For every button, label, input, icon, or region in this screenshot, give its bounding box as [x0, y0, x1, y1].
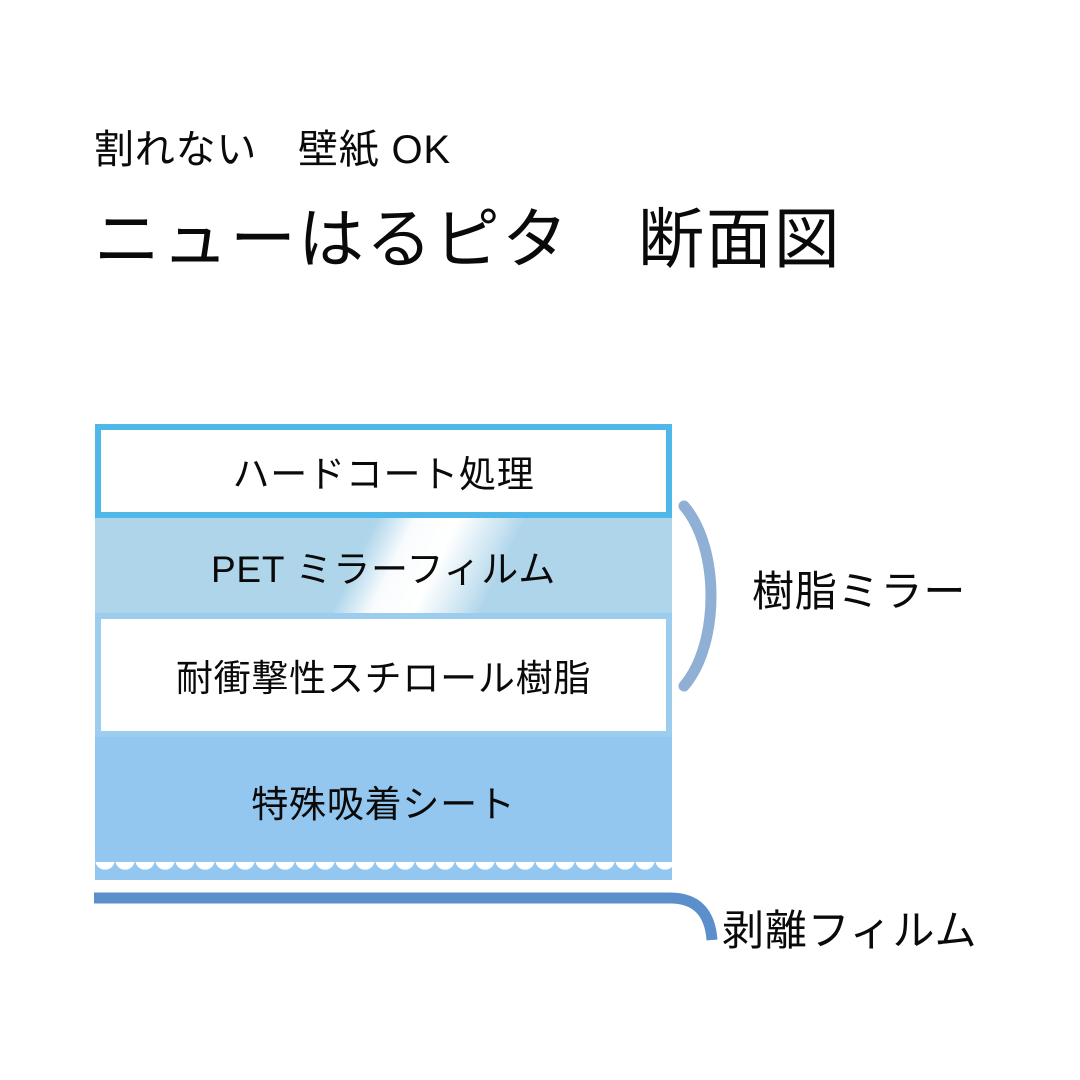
wavy-edge-icon [95, 737, 672, 880]
cross-section-stack: ハードコート処理 PET ミラーフィルム 耐衝撃性スチロール樹脂 特殊吸着シート [95, 424, 672, 880]
layer-special-adhesive-sheet-label: 特殊吸着シート [251, 783, 516, 825]
page-subtitle: 割れない 壁紙 OK [94, 128, 451, 172]
layer-pet-mirror-film: PET ミラーフィルム [95, 518, 672, 613]
annotation-release-film-label: 剥離フィルム [722, 907, 978, 954]
annotation-resin-mirror-label: 樹脂ミラー [752, 568, 967, 615]
layer-impact-resistant-styrene-resin: 耐衝撃性スチロール樹脂 [95, 613, 672, 737]
layer-impact-resistant-styrene-resin-label: 耐衝撃性スチロール樹脂 [175, 658, 592, 699]
layer-hardcoat-label: ハードコート処理 [232, 454, 535, 495]
page-title: ニューはるピタ 断面図 [94, 202, 842, 276]
layer-hardcoat: ハードコート処理 [95, 424, 672, 518]
resin-mirror-bracket-icon [678, 500, 717, 692]
layer-special-adhesive-sheet: 特殊吸着シート [95, 737, 672, 880]
layer-pet-mirror-film-label: PET ミラーフィルム [210, 548, 556, 590]
release-film-line-icon [94, 892, 718, 941]
